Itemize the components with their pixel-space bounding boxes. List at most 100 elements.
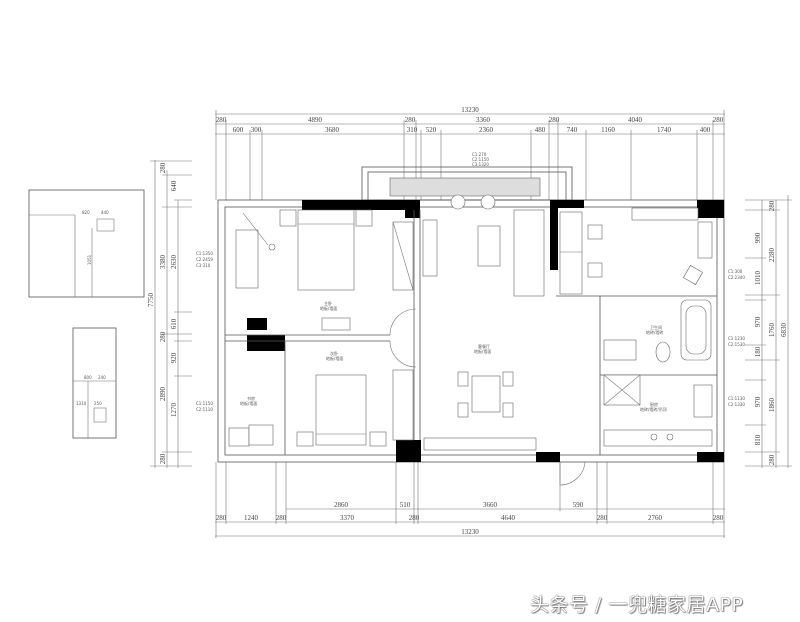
svg-text:280: 280 — [597, 514, 608, 522]
balcony: C1:270 C2:1150 C3:1320 — [361, 152, 573, 210]
interior-walls — [225, 210, 717, 486]
svg-text:480: 480 — [535, 126, 546, 134]
svg-text:970: 970 — [754, 396, 762, 407]
svg-text:280: 280 — [216, 116, 227, 124]
svg-text:970: 970 — [754, 316, 762, 327]
svg-text:地板/墙面: 地板/墙面 — [320, 305, 337, 311]
svg-text:2890: 2890 — [159, 387, 167, 402]
svg-text:600: 600 — [233, 126, 244, 134]
svg-text:厨房: 厨房 — [650, 401, 658, 407]
svg-text:卫生间: 卫生间 — [650, 324, 662, 330]
svg-text:300: 300 — [251, 126, 262, 134]
svg-text:C2:1530: C2:1530 — [728, 342, 745, 347]
svg-text:书房: 书房 — [247, 395, 255, 401]
svg-text:2860: 2860 — [334, 501, 349, 509]
svg-text:2360: 2360 — [479, 126, 494, 134]
svg-text:C1:270: C1:270 — [472, 152, 487, 157]
svg-text:990: 990 — [754, 232, 762, 243]
svg-text:1010: 1010 — [754, 271, 762, 286]
svg-text:280: 280 — [159, 162, 167, 173]
svg-text:280: 280 — [159, 453, 167, 464]
svg-text:1860: 1860 — [768, 398, 776, 413]
svg-text:2760: 2760 — [648, 514, 663, 522]
svg-text:640: 640 — [170, 180, 178, 191]
svg-text:280: 280 — [768, 200, 776, 211]
svg-text:3680: 3680 — [325, 126, 340, 134]
svg-text:13230: 13230 — [461, 106, 479, 114]
svg-text:180: 180 — [754, 346, 762, 357]
svg-text:310: 310 — [407, 126, 418, 134]
svg-text:740: 740 — [567, 126, 578, 134]
svg-text:820: 820 — [82, 210, 90, 215]
svg-text:C1:1350: C1:1350 — [196, 251, 213, 256]
svg-text:C2:1110: C2:1110 — [196, 407, 213, 412]
svg-text:客餐厅: 客餐厅 — [478, 343, 490, 349]
kitchen: 厨房 地砖/墙砖/吊顶 C1:1130 C2:1330 — [603, 374, 745, 447]
svg-text:1310: 1310 — [76, 401, 87, 406]
svg-text:280: 280 — [713, 116, 724, 124]
living-dining: 客餐厅 地板/墙面 — [422, 209, 545, 451]
svg-text:400: 400 — [700, 126, 711, 134]
svg-text:地板/墙面: 地板/墙面 — [240, 400, 257, 406]
svg-text:440: 440 — [101, 210, 109, 215]
northeast-room: C1:300 C2:2340 — [559, 207, 745, 295]
svg-text:2280: 2280 — [768, 248, 776, 263]
svg-text:C1:1130: C1:1130 — [728, 396, 745, 401]
svg-text:280: 280 — [768, 454, 776, 465]
svg-text:810: 810 — [754, 434, 762, 445]
svg-text:13230: 13230 — [461, 528, 479, 536]
svg-text:280: 280 — [216, 514, 227, 522]
svg-text:4040: 4040 — [628, 116, 643, 124]
svg-text:280: 280 — [409, 514, 420, 522]
svg-text:3660: 3660 — [483, 501, 498, 509]
svg-text:C1:1150: C1:1150 — [196, 401, 213, 406]
svg-text:次卧: 次卧 — [330, 350, 338, 356]
svg-text:地砖/墙砖: 地砖/墙砖 — [646, 329, 663, 335]
svg-text:1760: 1760 — [768, 323, 776, 338]
svg-text:610: 610 — [170, 318, 178, 329]
svg-text:520: 520 — [426, 126, 437, 134]
svg-text:C2:1150: C2:1150 — [472, 157, 489, 162]
svg-text:250: 250 — [94, 401, 102, 406]
study: 书房 地板/墙面 C1:1150 C2:1110 — [196, 395, 274, 447]
svg-text:7750: 7750 — [147, 293, 155, 308]
svg-text:C3:310: C3:310 — [196, 263, 211, 268]
elevation-detail-top: 820 440 1051 — [28, 189, 145, 298]
svg-text:1740: 1740 — [657, 126, 672, 134]
svg-text:地砖/墙砖/吊顶: 地砖/墙砖/吊顶 — [640, 406, 667, 412]
left-dimensions: 7750 280 3380 280 2890 280 640 2630 610 … — [147, 160, 192, 468]
top-dimensions: 13230 280 4890 280 3360 280 4040 280 600… — [215, 106, 725, 200]
svg-text:280: 280 — [159, 331, 167, 342]
elevation-detail-bottom: 800 240 1310 250 — [72, 327, 117, 439]
second-bedroom: 次卧 地板/墙面 — [296, 350, 414, 447]
svg-text:1270: 1270 — [170, 403, 178, 418]
svg-text:4890: 4890 — [308, 116, 323, 124]
svg-text:地板/墙面: 地板/墙面 — [326, 355, 343, 361]
master-bedroom: 主卧 地板/墙面 C1:1350 C2:2459 C3:310 — [196, 209, 414, 331]
svg-text:C1:300: C1:300 — [728, 269, 743, 274]
svg-text:3360: 3360 — [476, 116, 491, 124]
svg-text:280: 280 — [405, 116, 416, 124]
svg-text:C3:1320: C3:1320 — [472, 162, 489, 167]
bottom-dimensions: 2860 510 3660 590 280 1240 280 3370 280 … — [215, 462, 725, 538]
svg-text:地板/墙面: 地板/墙面 — [474, 348, 491, 354]
structural-columns — [247, 200, 724, 462]
svg-text:280: 280 — [713, 514, 724, 522]
svg-text:920: 920 — [170, 352, 178, 363]
svg-text:C2:1330: C2:1330 — [728, 402, 745, 407]
svg-text:800: 800 — [84, 375, 92, 380]
svg-text:C2:2459: C2:2459 — [196, 257, 213, 262]
svg-text:590: 590 — [573, 501, 584, 509]
svg-text:4640: 4640 — [501, 514, 516, 522]
svg-text:510: 510 — [400, 501, 411, 509]
watermark-text: 头条号 / 一兜糖家居APP — [530, 594, 744, 616]
bathroom: 卫生间 地砖/墙砖 C1:1230 C2:1530 — [603, 299, 745, 363]
svg-text:主卧: 主卧 — [324, 300, 332, 306]
svg-text:280: 280 — [549, 116, 560, 124]
svg-text:1160: 1160 — [601, 126, 615, 134]
svg-text:3370: 3370 — [340, 514, 355, 522]
svg-text:6830: 6830 — [780, 323, 788, 338]
svg-text:C1:1230: C1:1230 — [728, 336, 745, 341]
svg-text:2630: 2630 — [170, 255, 178, 270]
